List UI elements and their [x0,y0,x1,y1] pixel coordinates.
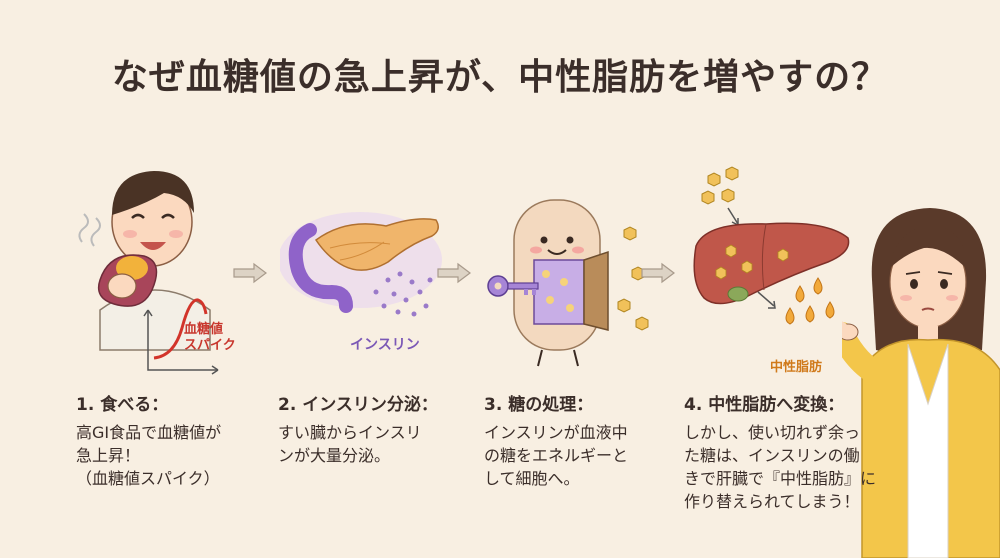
step-1-line: 高GI食品で血糖値が [76,423,222,442]
fat-label: 中性脂肪 [770,360,823,375]
pancreas-illustration [280,212,442,317]
step-3-line: して細胞へ。 [484,469,580,488]
step-1-heading: 1. 食べる： [76,395,169,415]
step-1-line: （血糖値スパイク） [76,469,220,488]
step-4-heading: 4. 中性脂肪へ変換： [684,395,845,415]
step-4-line: しかし、使い切れず余っ [684,423,861,442]
step-1-caption: 1. 食べる： 高GI食品で血糖値が 急上昇！ （血糖値スパイク） [76,394,221,490]
insulin-label: インスリン [350,337,420,353]
step-1-line: 急上昇！ [76,446,141,465]
step-3-heading: 3. 糖の処理： [484,395,594,415]
step-3-caption: 3. 糖の処理： インスリンが血液中 の糖をエネルギーと して細胞へ。 [484,394,628,490]
arrow-right-icon [437,262,471,284]
page-title: なぜ血糖値の急上昇が、中性脂肪を増やすの？ [111,57,889,98]
arrow-right-icon [641,262,675,284]
step-4-caption: 4. 中性脂肪へ変換： しかし、使い切れず余っ た糖は、インスリンの働 きで肝臓… [684,394,876,513]
step-2-heading: 2. インスリン分泌： [278,395,438,415]
step-4-line: た糖は、インスリンの働 [684,446,860,465]
eating-illustration [78,171,219,375]
arrow-right-icon [233,262,267,284]
step-2-line: ンが大量分泌。 [278,446,391,465]
liver-illustration [693,166,850,325]
step-3-line: の糖をエネルギーと [484,446,629,465]
step-4-line: 作り替えられてしまう！ [684,492,860,511]
woman-illustration [842,208,1000,558]
step-3-line: インスリンが血液中 [484,423,628,442]
step-4-line: きで肝臓で『中性脂肪』に [684,469,877,488]
step-2-caption: 2. インスリン分泌： すい臓からインスリ ンが大量分泌。 [278,394,438,467]
spike-label: 血糖値 スパイク [184,322,236,353]
cell-illustration [487,199,649,367]
step-2-line: すい臓からインスリ [278,423,422,442]
